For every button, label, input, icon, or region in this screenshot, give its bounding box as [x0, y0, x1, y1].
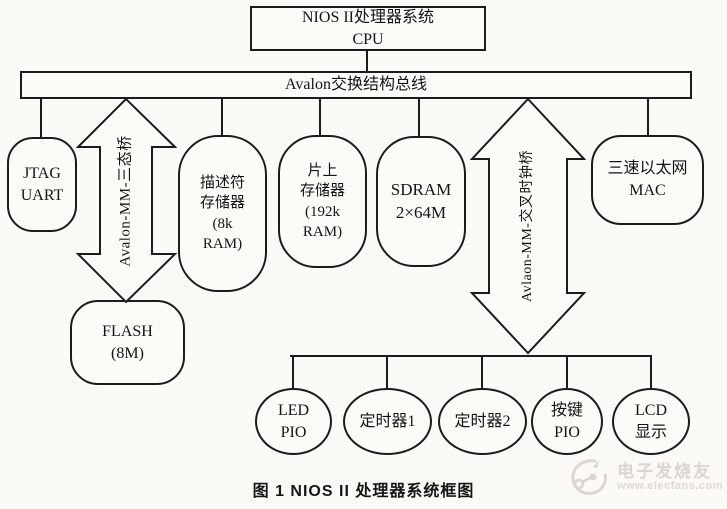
- connector-keypio: [566, 355, 568, 388]
- connector-lcd: [650, 355, 652, 388]
- jtag-uart-line1: JTAG: [23, 164, 61, 182]
- descriptor-memory-line1: 描述符: [199, 175, 245, 191]
- cpu-box-line1: NIOS II处理器系统: [302, 8, 434, 26]
- timer2-node: 定时器2: [438, 388, 527, 455]
- onchip-memory-line4: RAM): [302, 223, 343, 240]
- key-pio-line1: 按键: [550, 401, 583, 419]
- lcd-line2: 显示: [634, 423, 667, 441]
- elecfans-logo-icon: [571, 459, 607, 495]
- led-pio-line2: PIO: [280, 423, 307, 441]
- figure-caption: 图 1 NIOS II 处理器系统框图: [252, 483, 475, 500]
- onchip-memory-line3: (192k: [305, 203, 340, 220]
- key-pio-node: 按键 PIO: [531, 388, 603, 455]
- timer2-label: 定时器2: [454, 412, 511, 430]
- connector-ledpio: [292, 355, 294, 388]
- connector-bus-descmem: [221, 98, 223, 136]
- onchip-memory-node: 片上 存储器 (192k RAM): [278, 135, 367, 268]
- connector-bus-onchipmem: [319, 98, 321, 136]
- jtag-uart-node: JTAG UART: [7, 137, 77, 232]
- ethernet-mac-node: 三速以太网 MAC: [591, 135, 704, 225]
- clock-crossing-bridge-arrow: Avlaon-MM-交叉时钟桥: [470, 97, 586, 355]
- cpu-box-line2: CPU: [352, 30, 384, 48]
- led-pio-node: LED PIO: [255, 388, 332, 455]
- timer1-node: 定时器1: [343, 388, 432, 455]
- descriptor-memory-line4: RAM): [202, 235, 243, 252]
- ethernet-mac-line2: MAC: [629, 182, 666, 199]
- clock-crossing-bridge-label: Avlaon-MM-交叉时钟桥: [518, 150, 535, 302]
- peripheral-bus-line: [290, 355, 652, 357]
- key-pio-line2: PIO: [554, 423, 580, 441]
- connector-timer2: [481, 355, 483, 388]
- cpu-box: NIOS II处理器系统 CPU: [250, 6, 486, 51]
- watermark: 电子发烧友 www.elecfans.com: [566, 455, 723, 501]
- descriptor-memory-line2: 存储器: [199, 195, 245, 212]
- connector-bus-jtag: [40, 98, 42, 138]
- avalon-bus-bar: Avalon交换结构总线: [20, 71, 692, 99]
- lcd-node: LCD 显示: [612, 388, 690, 455]
- descriptor-memory-node: 描述符 存储器 (8k RAM): [178, 135, 267, 292]
- sdram-line2: 2×64M: [395, 202, 447, 222]
- avalon-bus-label: Avalon交换结构总线: [285, 76, 427, 94]
- onchip-memory-line1: 片上: [307, 163, 338, 179]
- jtag-uart-line2: UART: [20, 186, 64, 204]
- sdram-line1: SDRAM: [390, 179, 452, 199]
- lcd-line1: LCD: [635, 401, 667, 419]
- tristate-bridge-label: Avalon-MM-三态桥: [116, 135, 133, 266]
- connector-bus-mac: [647, 98, 649, 136]
- watermark-site-url: www.elecfans.com: [616, 480, 723, 493]
- ethernet-mac-line1: 三速以太网: [607, 160, 688, 178]
- double-arrow-icon: [76, 97, 177, 304]
- flash-line2: (8M): [111, 344, 144, 362]
- connector-bus-sdram: [418, 98, 420, 137]
- led-pio-line1: LED: [277, 401, 310, 419]
- watermark-site-name: 电子发烧友: [616, 462, 712, 482]
- sdram-node: SDRAM 2×64M: [376, 136, 466, 267]
- descriptor-memory-line3: (8k: [212, 215, 233, 232]
- flash-line1: FLASH: [102, 322, 153, 340]
- double-arrow-icon: [470, 97, 586, 355]
- timer1-label: 定时器1: [359, 412, 416, 430]
- connector-timer1: [386, 355, 388, 388]
- tristate-bridge-arrow: Avalon-MM-三态桥: [76, 97, 177, 304]
- onchip-memory-line2: 存储器: [299, 183, 345, 200]
- connector-cpu-bus: [366, 50, 368, 72]
- flash-node: FLASH (8M): [70, 300, 185, 385]
